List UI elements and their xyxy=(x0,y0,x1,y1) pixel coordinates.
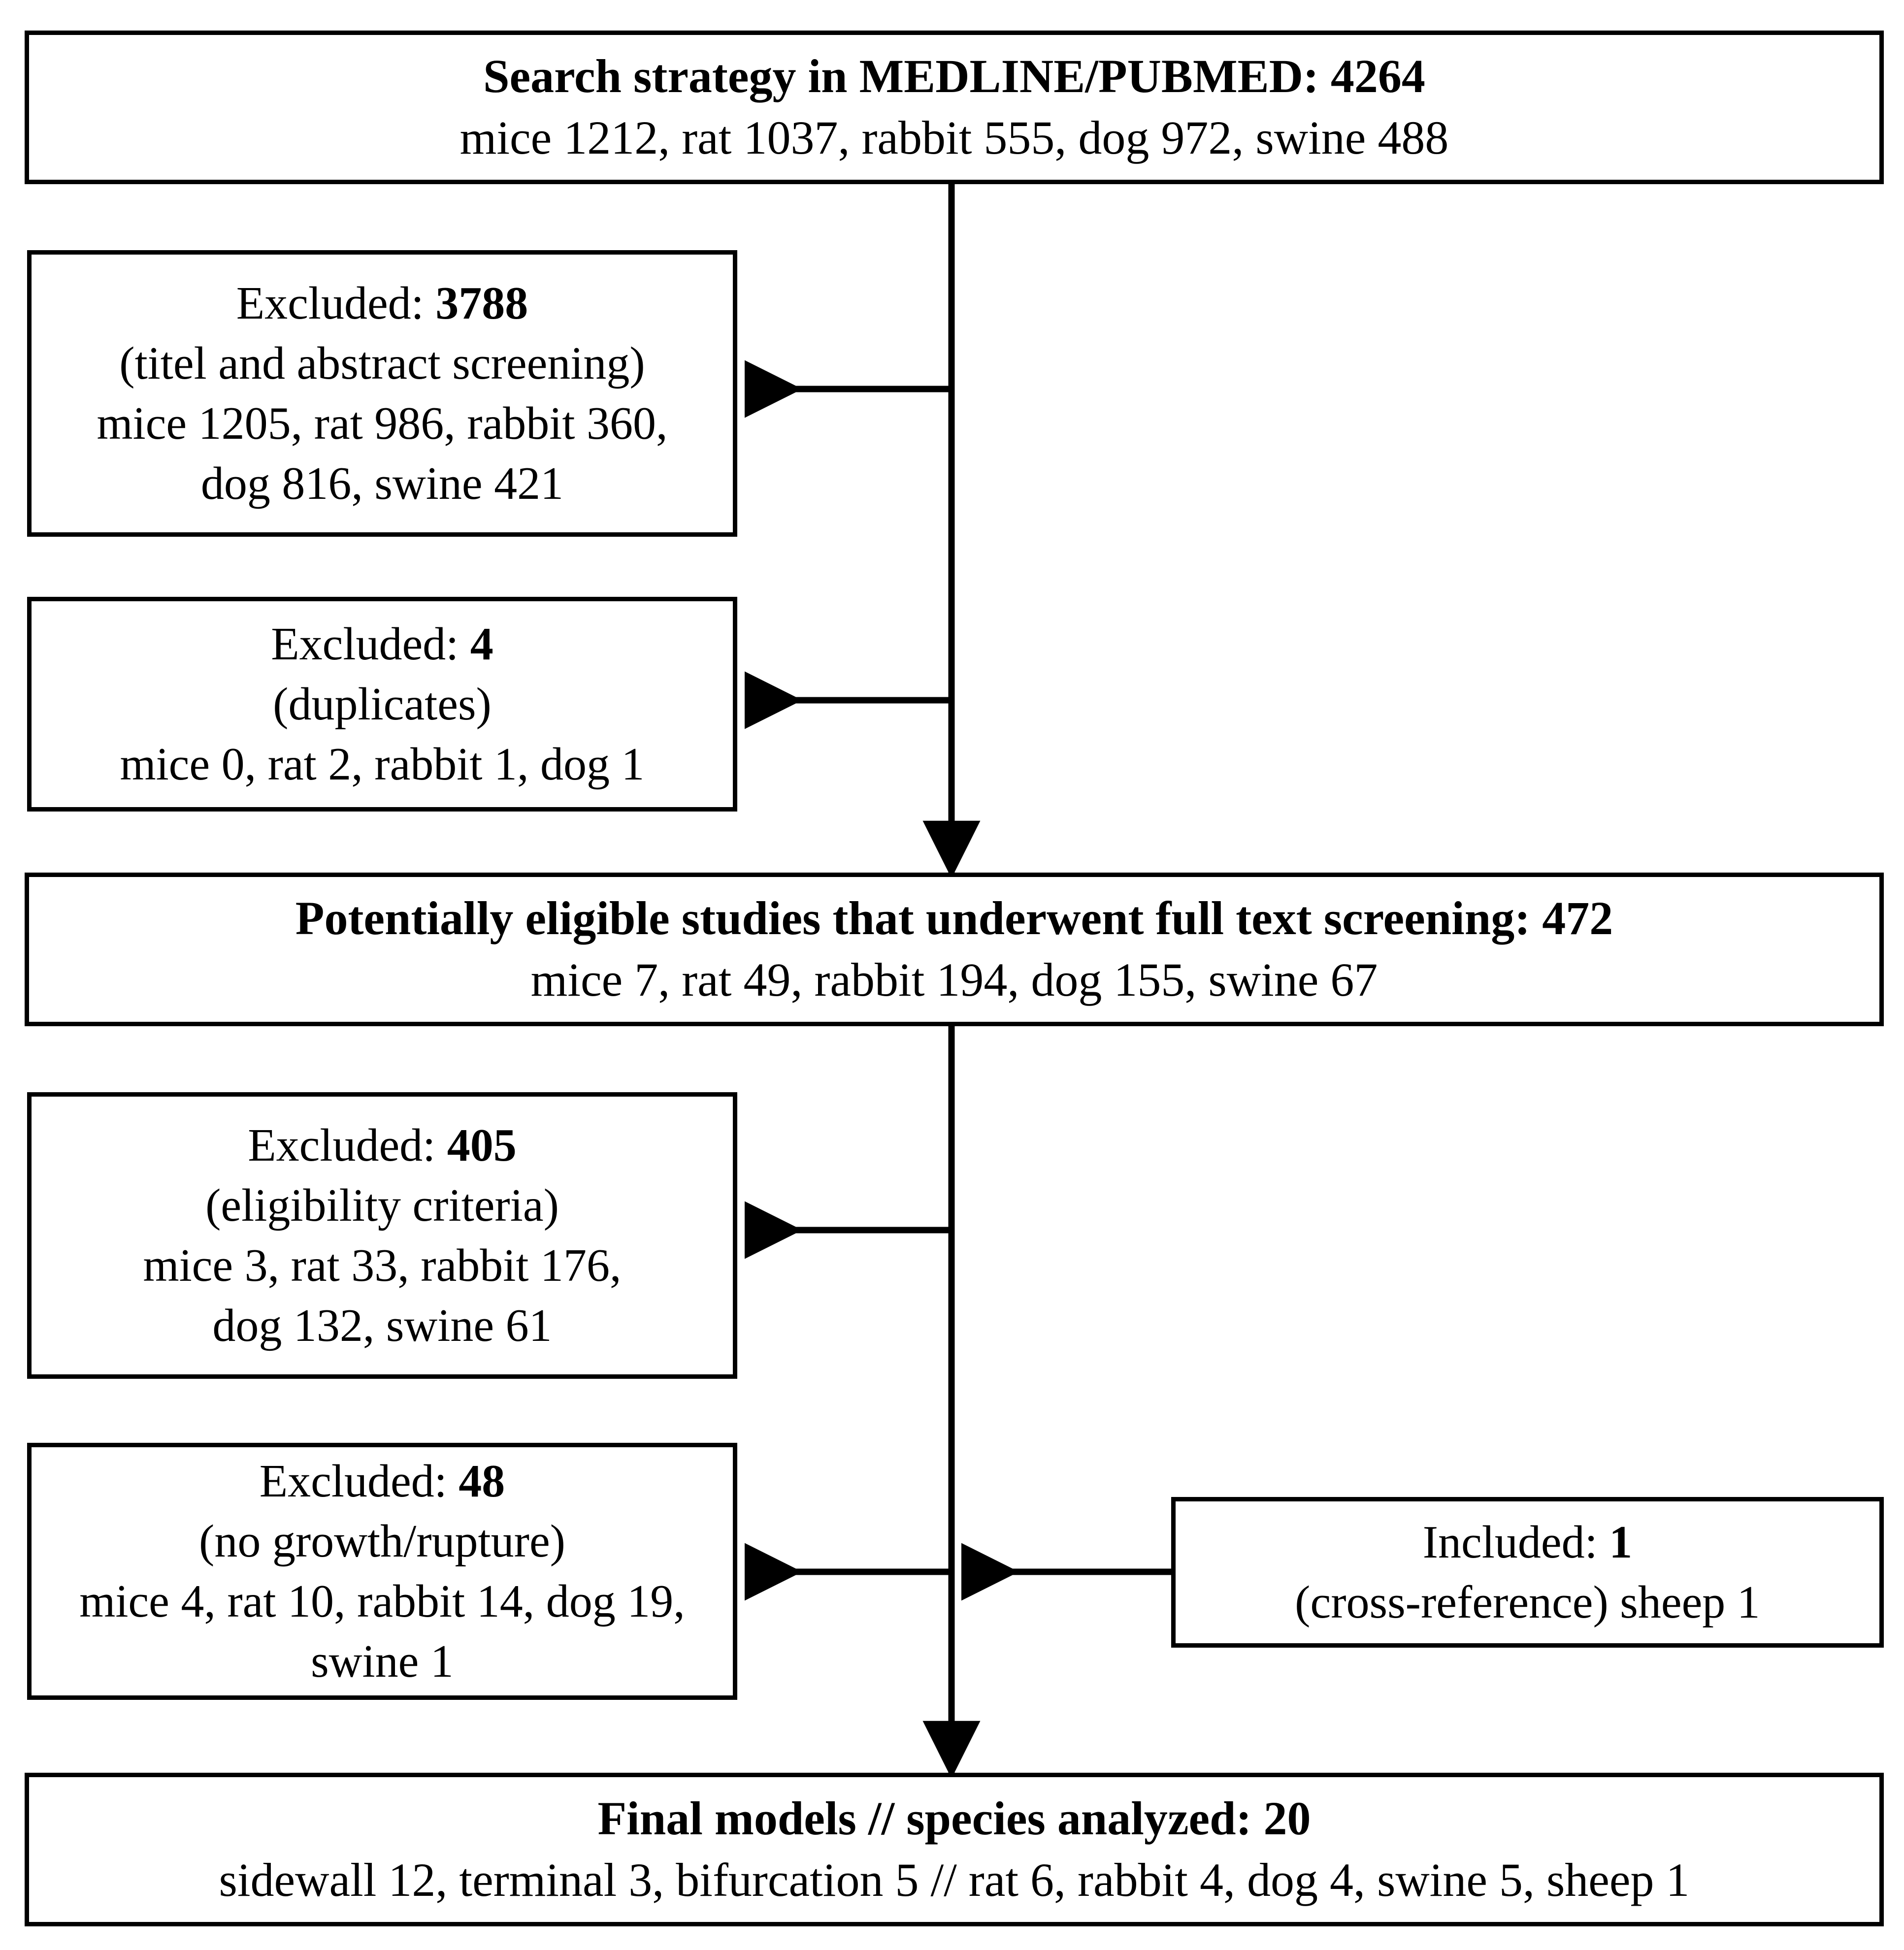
final-models-breakdown: sidewall 12, terminal 3, bifurcation 5 /… xyxy=(219,1853,1690,1906)
potentially-eligible-box: Potentially eligible studies that underw… xyxy=(25,873,1884,1026)
excluded-criteria-label: Excluded: xyxy=(248,1119,436,1171)
search-strategy-box: Search strategy in MEDLINE/PUBMED: 4264 … xyxy=(25,31,1884,184)
excluded-criteria-species-1: mice 3, rat 33, rabbit 176, xyxy=(143,1240,622,1291)
excluded-growth-species-1: mice 4, rat 10, rabbit 14, dog 19, xyxy=(79,1576,685,1627)
excluded-growth-count: 48 xyxy=(459,1455,505,1507)
excluded-duplicates-box: Excluded: 4 (duplicates) mice 0, rat 2, … xyxy=(27,597,737,812)
search-strategy-species: mice 1212, rat 1037, rabbit 555, dog 972… xyxy=(460,111,1449,164)
potentially-eligible-title: Potentially eligible studies that underw… xyxy=(295,892,1613,945)
excluded-eligibility-criteria-box: Excluded: 405 (eligibility criteria) mic… xyxy=(27,1092,737,1379)
excluded-criteria-reason: (eligibility criteria) xyxy=(205,1179,559,1231)
excluded-title-abstract-species-2: dog 816, swine 421 xyxy=(200,458,564,510)
included-cross-reference-box: Included: 1 (cross-reference) sheep 1 xyxy=(1171,1497,1884,1648)
excluded-title-abstract-box: Excluded: 3788 (titel and abstract scree… xyxy=(27,250,737,537)
excluded-title-abstract-reason: (titel and abstract screening) xyxy=(119,337,645,389)
included-count-line: Included: 1 xyxy=(1423,1512,1632,1572)
included-label: Included: xyxy=(1422,1516,1598,1568)
excluded-duplicates-count-line: Excluded: 4 xyxy=(271,614,493,674)
excluded-growth-count-line: Excluded: 48 xyxy=(260,1451,505,1511)
final-models-box: Final models // species analyzed: 20 sid… xyxy=(25,1773,1884,1926)
excluded-duplicates-species: mice 0, rat 2, rabbit 1, dog 1 xyxy=(120,739,645,790)
search-strategy-title: Search strategy in MEDLINE/PUBMED: 4264 xyxy=(483,50,1425,103)
excluded-title-abstract-label: Excluded: xyxy=(236,277,424,329)
included-count: 1 xyxy=(1609,1516,1633,1568)
excluded-no-growth-rupture-box: Excluded: 48 (no growth/rupture) mice 4,… xyxy=(27,1443,737,1700)
excluded-growth-label: Excluded: xyxy=(259,1455,447,1507)
excluded-title-abstract-count-line: Excluded: 3788 xyxy=(236,273,528,333)
excluded-growth-reason: (no growth/rupture) xyxy=(199,1515,565,1567)
excluded-growth-species-2: swine 1 xyxy=(311,1636,454,1688)
excluded-title-abstract-count: 3788 xyxy=(435,277,528,329)
excluded-criteria-count-line: Excluded: 405 xyxy=(248,1115,517,1175)
included-source: (cross-reference) sheep 1 xyxy=(1295,1577,1760,1628)
final-models-title: Final models // species analyzed: 20 xyxy=(597,1792,1311,1845)
excluded-criteria-species-2: dog 132, swine 61 xyxy=(212,1300,552,1352)
excluded-duplicates-reason: (duplicates) xyxy=(273,678,492,730)
excluded-criteria-count: 405 xyxy=(447,1119,517,1171)
excluded-title-abstract-species-1: mice 1205, rat 986, rabbit 360, xyxy=(97,398,668,449)
excluded-duplicates-count: 4 xyxy=(470,618,493,670)
excluded-duplicates-label: Excluded: xyxy=(271,618,459,670)
potentially-eligible-species: mice 7, rat 49, rabbit 194, dog 155, swi… xyxy=(530,953,1378,1006)
